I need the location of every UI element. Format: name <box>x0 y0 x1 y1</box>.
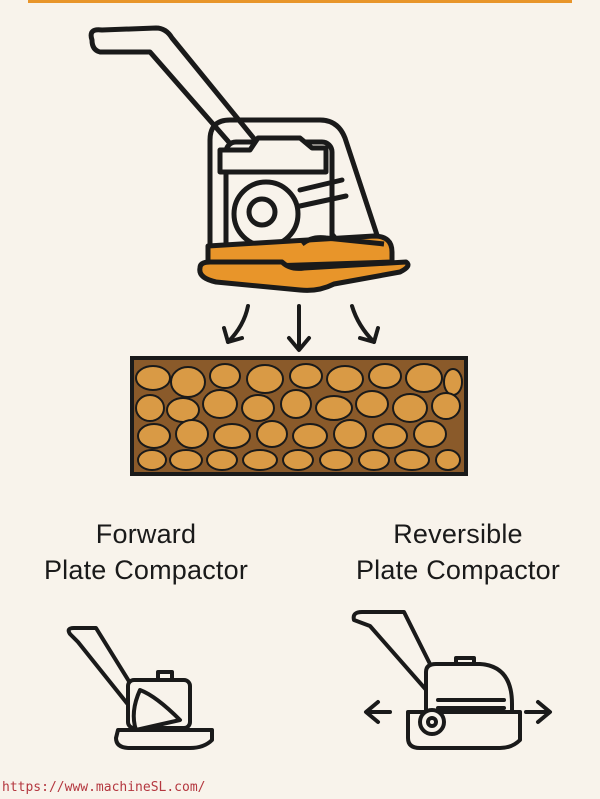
forward-compactor-label: Forward Plate Compactor <box>20 516 272 588</box>
bidirectional-arrows <box>364 700 552 724</box>
reversible-compactor-label: Reversible Plate Compactor <box>330 516 586 588</box>
plate-compactor-illustration <box>88 25 381 255</box>
forward-plate-compactor-icon <box>66 626 214 750</box>
compactor-frame <box>207 117 381 247</box>
forward-label-line1: Forward <box>95 519 197 549</box>
compactor-base-plate <box>197 233 411 293</box>
source-watermark: https://www.machineSL.com/ <box>2 780 206 795</box>
reversible-label-line2: Plate Compactor <box>355 555 561 585</box>
compacted-gravel-block <box>130 356 468 476</box>
reversible-label-line1: Reversible <box>393 519 523 549</box>
fuel-tank <box>217 135 329 175</box>
top-accent-bar <box>28 0 572 3</box>
compaction-force-arrows <box>222 304 380 352</box>
engine-recoil-hub <box>246 196 278 228</box>
forward-label-line2: Plate Compactor <box>43 555 249 585</box>
reversible-plate-compactor-icon <box>351 610 522 750</box>
